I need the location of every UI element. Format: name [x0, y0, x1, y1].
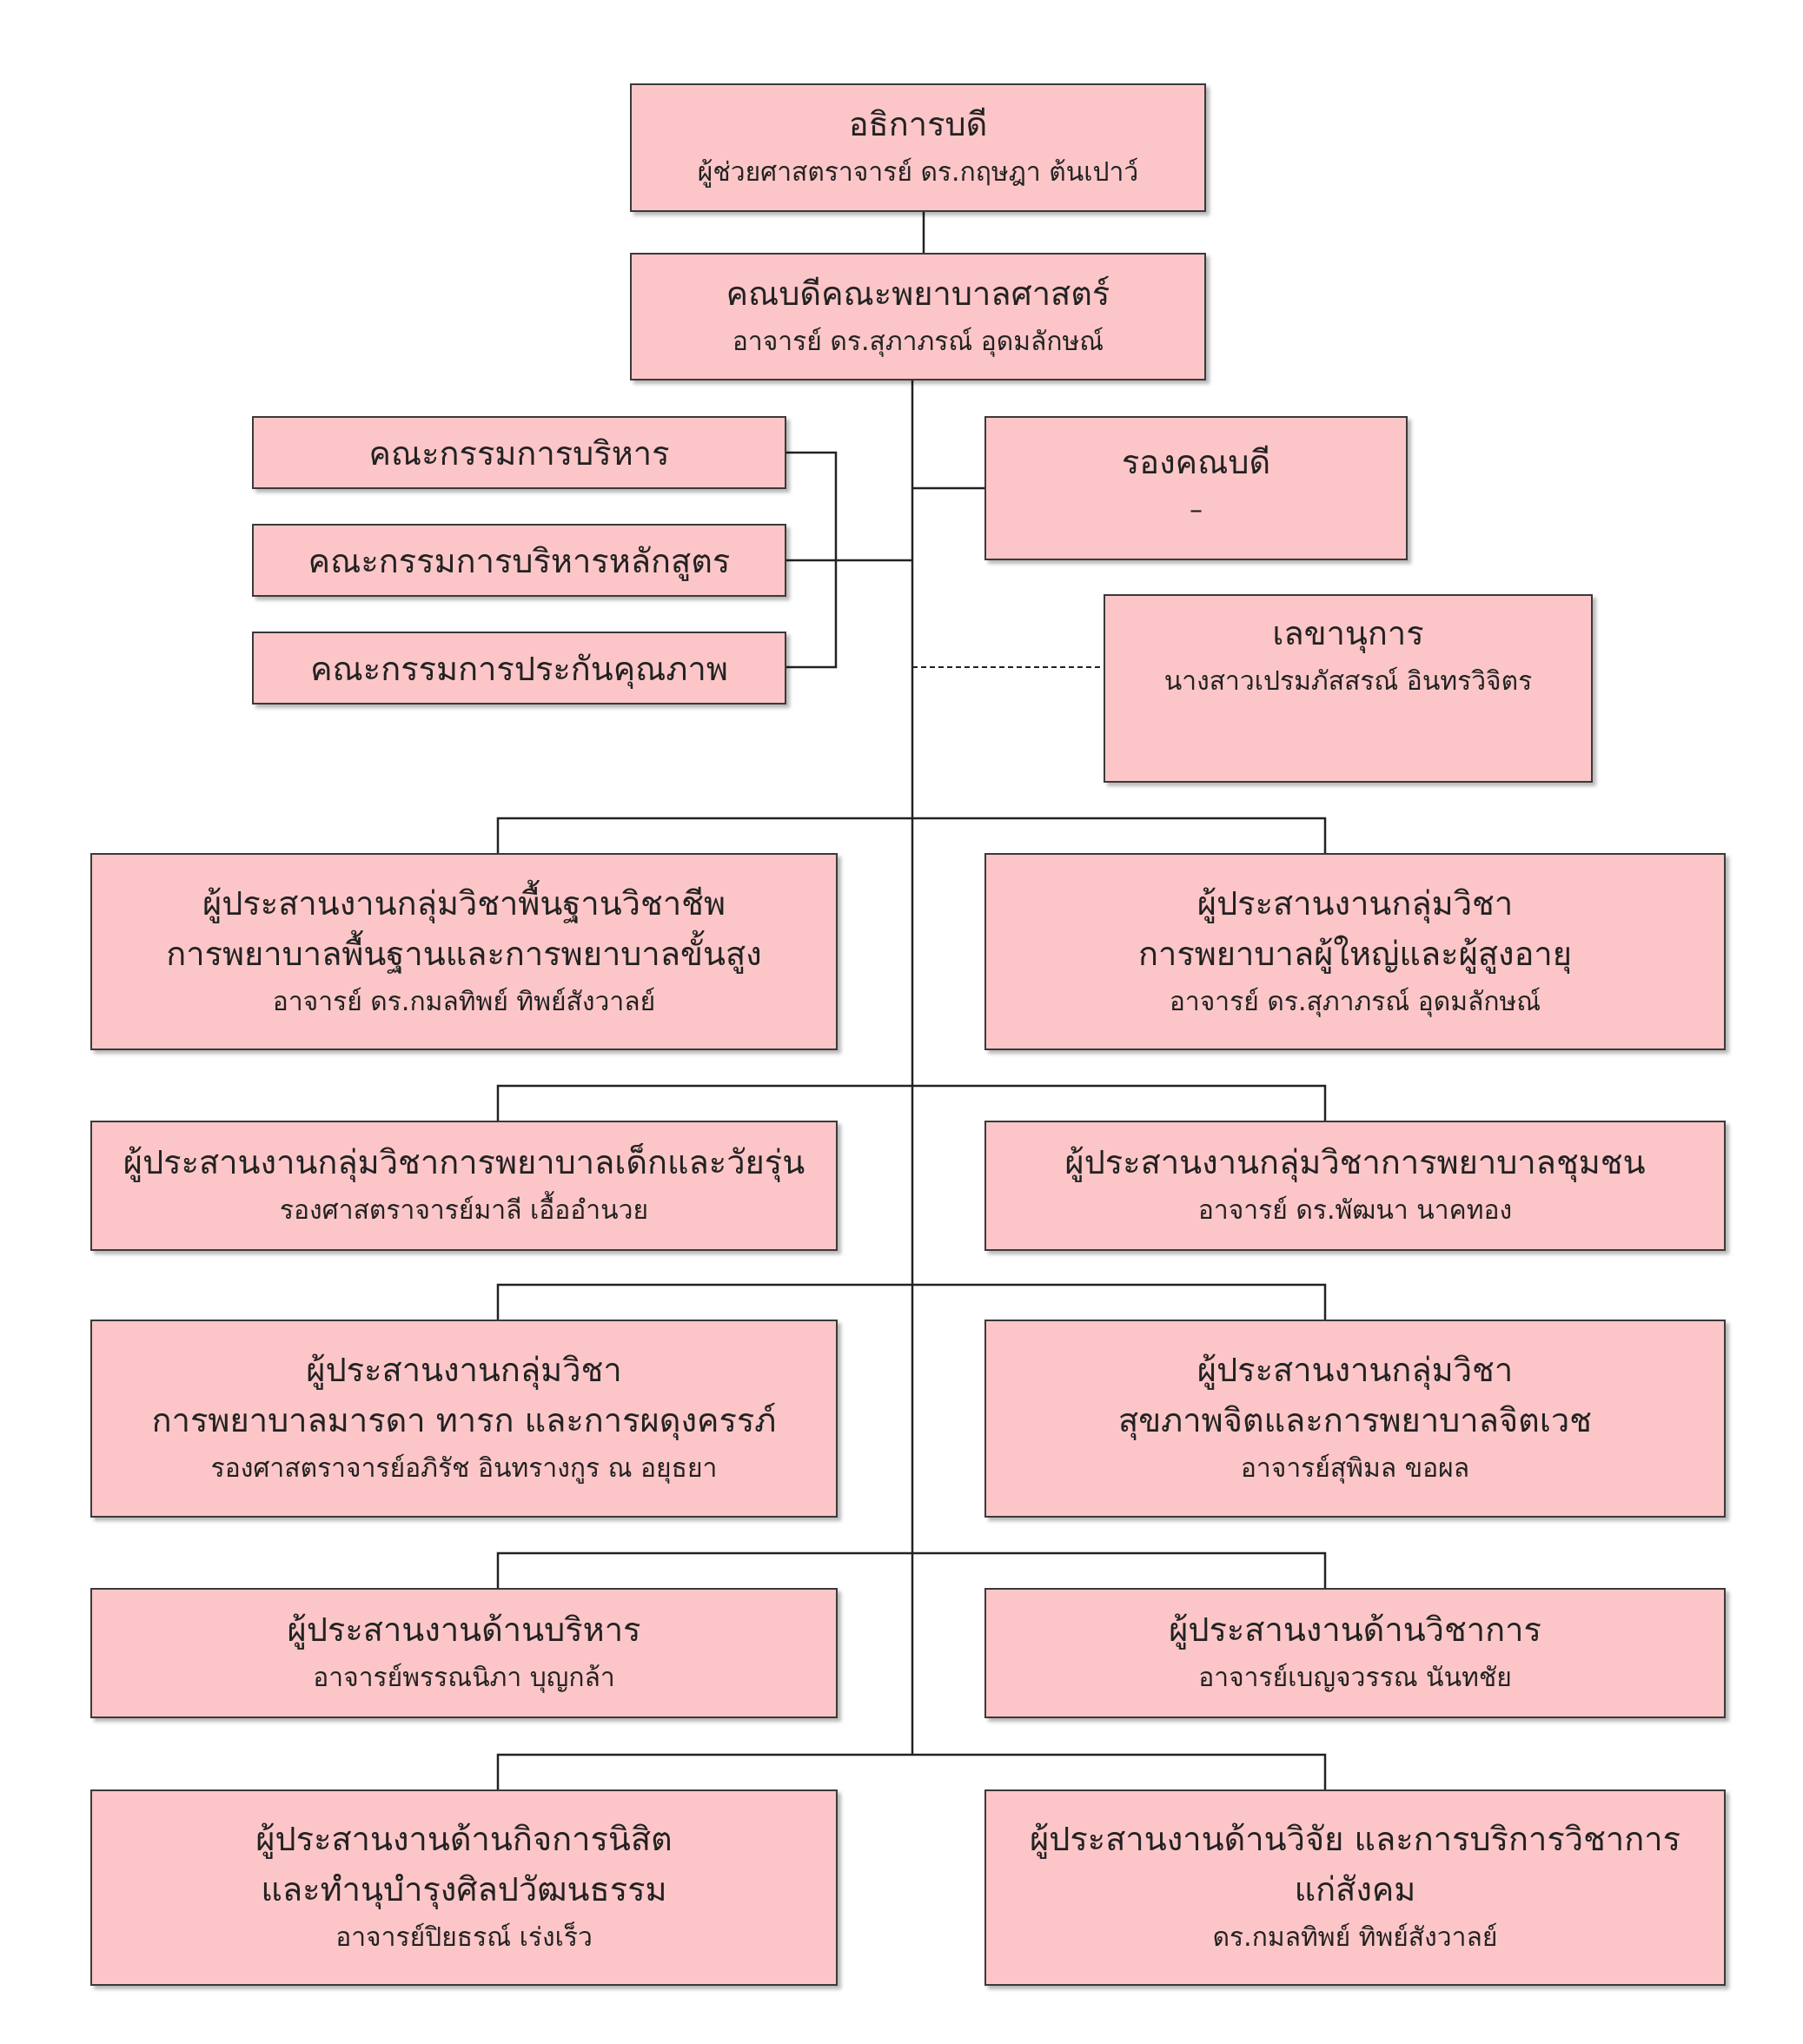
coordinator-box: ผู้ประสานงานกลุ่มวิชา การพยาบาลมารดา ทาร…	[90, 1320, 838, 1518]
president-title: อธิการบดี	[848, 105, 988, 143]
committee-title: คณะกรรมการประกันคุณภาพ	[310, 649, 728, 688]
vice-dean-title: รองคณบดี	[1121, 443, 1271, 481]
committee-title: คณะกรรมการบริหารหลักสูตร	[308, 541, 731, 580]
coordinator-name: อาจารย์ ดร.พัฒนา นาคทอง	[1197, 1195, 1513, 1226]
president-name: ผู้ช่วยศาสตราจารย์ ดร.กฤษฎา ต้นเปาว์	[697, 157, 1139, 188]
coordinator-name: รองศาสตราจารย์มาลี เอื้ออำนวย	[279, 1195, 649, 1226]
coordinator-name: อาจารย์ ดร.สุภาภรณ์ อุดมลักษณ์	[1169, 986, 1541, 1017]
coordinator-title-line: แก่สังคม	[1294, 1870, 1416, 1908]
coordinator-title-line: ผู้ประสานงานด้านวิจัย และการบริการวิชากา…	[1030, 1820, 1680, 1858]
vice-dean-box: รองคณบดี –	[984, 416, 1408, 560]
coordinator-title-line: และทำนุบำรุงศิลปวัฒนธรรม	[261, 1870, 667, 1908]
coordinator-name: รองศาสตราจารย์อภิรัช อินทรางกูร ณ อยุธยา	[210, 1453, 718, 1484]
coordinator-title-line: ผู้ประสานงานกลุ่มวิชาพื้นฐานวิชาชีพ	[202, 883, 726, 923]
coordinator-title-line: ผู้ประสานงานด้านวิชาการ	[1169, 1611, 1541, 1649]
committee-title: คณะกรรมการบริหาร	[368, 433, 670, 473]
coordinator-name: อาจารย์พรรณนิภา บุญกล้า	[313, 1663, 615, 1693]
coordinator-title-line: ผู้ประสานงานด้านบริหาร	[287, 1611, 641, 1649]
coordinator-box: ผู้ประสานงานกลุ่มวิชา สุขภาพจิตและการพยา…	[984, 1320, 1726, 1518]
coordinator-title-line: ผู้ประสานงานด้านกิจการนิสิต	[255, 1820, 673, 1858]
coordinator-name: อาจารย์เบญจวรรณ นันทชัย	[1198, 1663, 1512, 1693]
coordinator-title-line: การพยาบาลมารดา ทารก และการผดุงครรภ์	[151, 1401, 777, 1439]
coordinator-box: ผู้ประสานงานด้านบริหาร อาจารย์พรรณนิภา บ…	[90, 1588, 838, 1718]
coordinator-box: ผู้ประสานงานกลุ่มวิชาการพยาบาลเด็กและวัย…	[90, 1121, 838, 1251]
committee-box: คณะกรรมการประกันคุณภาพ	[252, 632, 786, 704]
dean-box: คณบดีคณะพยาบาลศาสตร์ อาจารย์ ดร.สุภาภรณ์…	[630, 253, 1206, 380]
secretary-name: นางสาวเปรมภัสสรณ์ อินทรวิจิตร	[1163, 666, 1533, 697]
coordinator-box: ผู้ประสานงานด้านวิชาการ อาจารย์เบญจวรรณ …	[984, 1588, 1726, 1718]
coordinator-name: ดร.กมลทิพย์ ทิพย์สังวาลย์	[1212, 1922, 1498, 1953]
coordinator-name: อาจารย์ปิยธรณ์ เร่งเร็ว	[335, 1922, 593, 1953]
secretary-title: เลขานุการ	[1272, 614, 1424, 652]
coordinator-title-line: การพยาบาลผู้ใหญ่และผู้สูงอายุ	[1137, 934, 1573, 973]
coordinator-box: ผู้ประสานงานกลุ่มวิชา การพยาบาลผู้ใหญ่แล…	[984, 853, 1726, 1050]
dean-name: อาจารย์ ดร.สุภาภรณ์ อุดมลักษณ์	[732, 326, 1104, 357]
coordinator-name: อาจารย์ ดร.กมลทิพย์ ทิพย์สังวาลย์	[272, 986, 656, 1017]
coordinator-box: ผู้ประสานงานกลุ่มวิชาพื้นฐานวิชาชีพ การพ…	[90, 853, 838, 1050]
coordinator-title-line: ผู้ประสานงานกลุ่มวิชาการพยาบาลเด็กและวัย…	[123, 1143, 805, 1181]
dean-title: คณบดีคณะพยาบาลศาสตร์	[726, 274, 1110, 313]
coordinator-title-line: ผู้ประสานงานกลุ่มวิชา	[306, 1351, 622, 1389]
coordinator-title-line: ผู้ประสานงานกลุ่มวิชาการพยาบาลชุมชน	[1064, 1143, 1646, 1181]
vice-dean-name: –	[1190, 495, 1203, 526]
coordinator-box: ผู้ประสานงานด้านกิจการนิสิต และทำนุบำรุง…	[90, 1789, 838, 1986]
committee-box: คณะกรรมการบริหาร	[252, 416, 786, 489]
coordinator-title-line: การพยาบาลพื้นฐานและการพยาบาลขั้นสูง	[166, 934, 762, 973]
committee-box: คณะกรรมการบริหารหลักสูตร	[252, 524, 786, 597]
coordinator-name: อาจารย์สุพิมล ขอผล	[1240, 1453, 1470, 1484]
president-box: อธิการบดี ผู้ช่วยศาสตราจารย์ ดร.กฤษฎา ต้…	[630, 83, 1206, 212]
secretary-box: เลขานุการ นางสาวเปรมภัสสรณ์ อินทรวิจิตร	[1104, 594, 1593, 783]
coordinator-box: ผู้ประสานงานกลุ่มวิชาการพยาบาลชุมชน อาจา…	[984, 1121, 1726, 1251]
coordinator-box: ผู้ประสานงานด้านวิจัย และการบริการวิชากา…	[984, 1789, 1726, 1986]
coordinator-title-line: สุขภาพจิตและการพยาบาลจิตเวช	[1118, 1401, 1592, 1439]
coordinator-title-line: ผู้ประสานงานกลุ่มวิชา	[1196, 1351, 1514, 1389]
coordinator-title-line: ผู้ประสานงานกลุ่มวิชา	[1196, 883, 1514, 923]
